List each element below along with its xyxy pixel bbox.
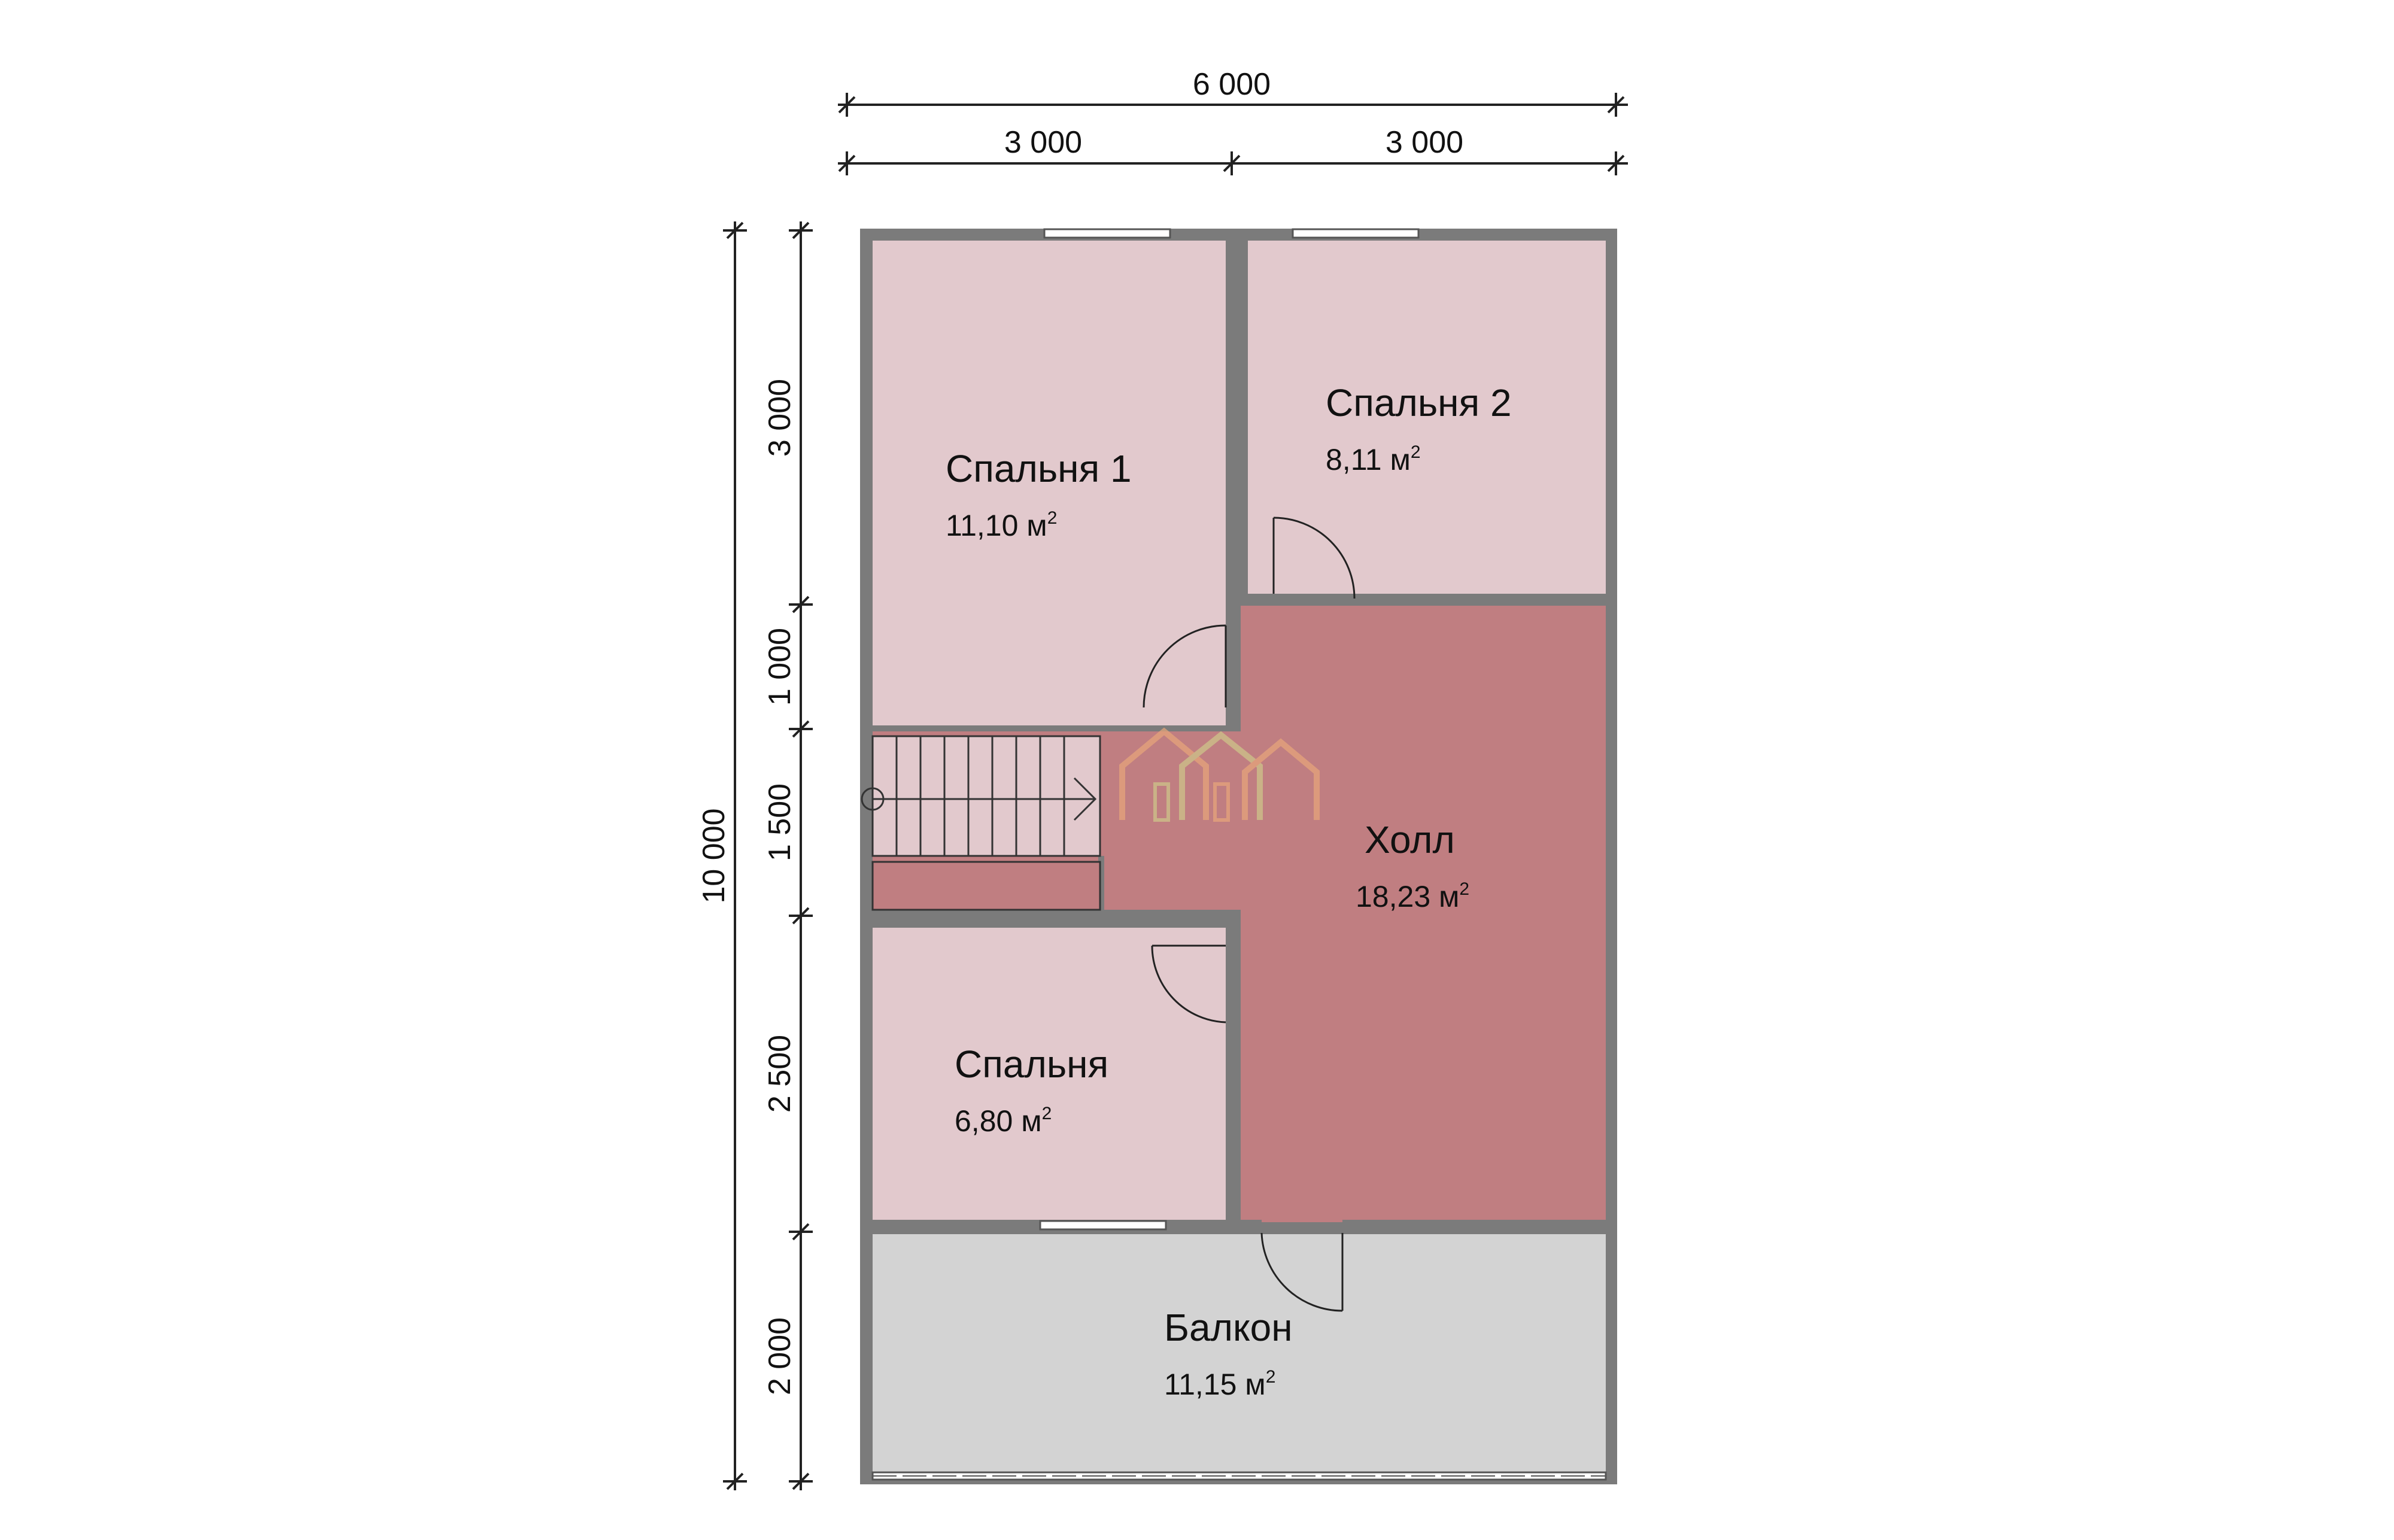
label-bedroom2-area-sup: 2 — [1411, 442, 1421, 462]
label-hall-area-sup: 2 — [1459, 879, 1469, 899]
door-bedroom2 — [1272, 517, 1356, 599]
label-balcony-area: 11,15 м2 — [1164, 1367, 1275, 1401]
balcony-railing — [871, 1471, 1607, 1481]
label-hall-area-value: 18,23 м — [1356, 880, 1459, 913]
dim-top-right: 3 000 — [1386, 125, 1463, 160]
label-hall-area: 18,23 м2 — [1356, 879, 1469, 913]
dim-left-3: 1 500 — [762, 783, 797, 861]
label-hall-name: Холл — [1365, 818, 1455, 861]
staircase — [861, 735, 1101, 911]
label-bedroom1-area-sup: 2 — [1047, 508, 1058, 528]
wall-bedroom2-bottom-a — [1241, 594, 1274, 603]
top-dimensions: 6 000 3 000 3 000 — [838, 67, 1628, 175]
label-bedroom2-name: Спальня 2 — [1326, 381, 1512, 424]
dim-tick — [792, 1472, 810, 1490]
label-bedroom1-area-value: 11,10 м — [946, 509, 1047, 542]
dim-tick — [792, 720, 810, 738]
label-bedroom2-area: 8,11 м2 — [1326, 442, 1421, 476]
label-bedroom3-area-value: 6,80 м — [955, 1104, 1042, 1138]
dim-tick — [726, 1472, 744, 1490]
dim-tick — [838, 96, 856, 114]
wall-bedroom1-right-low — [1226, 707, 1233, 731]
label-balcony-name: Балкон — [1164, 1306, 1293, 1349]
wall-bedroom1-right — [1226, 241, 1233, 624]
wall-bedroom2-left — [1241, 241, 1248, 600]
dim-left-total: 10 000 — [697, 808, 731, 903]
label-balcony-area-value: 11,15 м — [1164, 1368, 1266, 1401]
room-bedroom2 — [1247, 241, 1606, 594]
dim-left-1: 3 000 — [762, 379, 797, 457]
dim-top-total: 6 000 — [1193, 67, 1271, 102]
dim-tick — [792, 907, 810, 925]
dim-tick — [1223, 154, 1241, 172]
wall-stair-end — [1098, 856, 1104, 910]
room-hall — [1241, 606, 1606, 1222]
dim-tick — [792, 1223, 810, 1241]
label-bedroom3-name: Спальня — [955, 1043, 1108, 1086]
wall-balcony-top-b — [1342, 1220, 1606, 1233]
dim-left-5: 2 000 — [762, 1317, 797, 1395]
wall-bedroom3-right — [1226, 1022, 1238, 1226]
dim-tick — [726, 221, 744, 239]
door-bedroom1 — [1143, 624, 1227, 708]
wall-bedroom3-top — [873, 922, 1241, 928]
wall-bedroom2-bottom-b — [1354, 594, 1606, 603]
door-bedroom3 — [1151, 944, 1226, 1023]
dim-left-2: 1 000 — [762, 628, 797, 706]
window-bedroom3 — [1039, 1220, 1167, 1231]
dim-top-left: 3 000 — [1004, 125, 1082, 160]
label-bedroom3-area: 6,80 м2 — [955, 1104, 1052, 1138]
window-bedroom1 — [1043, 228, 1171, 239]
watermark-logo — [1119, 727, 1320, 822]
label-balcony-area-sup: 2 — [1266, 1367, 1276, 1387]
dim-tick — [792, 221, 810, 239]
label-bedroom1-name: Спальня 1 — [946, 447, 1132, 490]
wall-bedroom3-right-top — [1226, 922, 1241, 946]
label-bedroom2-area-value: 8,11 м — [1326, 443, 1411, 476]
wall-bedroom1-bottom — [873, 725, 1241, 731]
label-bedroom1-area: 11,10 м2 — [946, 508, 1057, 542]
label-bedroom3-area-sup: 2 — [1042, 1104, 1052, 1123]
dim-tick — [838, 154, 856, 172]
room-bedroom3 — [873, 928, 1226, 1220]
dim-tick — [1607, 154, 1625, 172]
door-balcony — [1260, 1232, 1344, 1312]
room-bedroom1 — [873, 241, 1226, 725]
left-dimensions: 10 000 3 000 1 000 1 500 2 500 2 000 — [697, 221, 813, 1490]
dim-tick — [792, 596, 810, 613]
dim-tick — [1607, 96, 1625, 114]
dim-left-4: 2 500 — [762, 1035, 797, 1113]
window-bedroom2 — [1292, 228, 1420, 239]
room-balcony — [873, 1234, 1606, 1472]
